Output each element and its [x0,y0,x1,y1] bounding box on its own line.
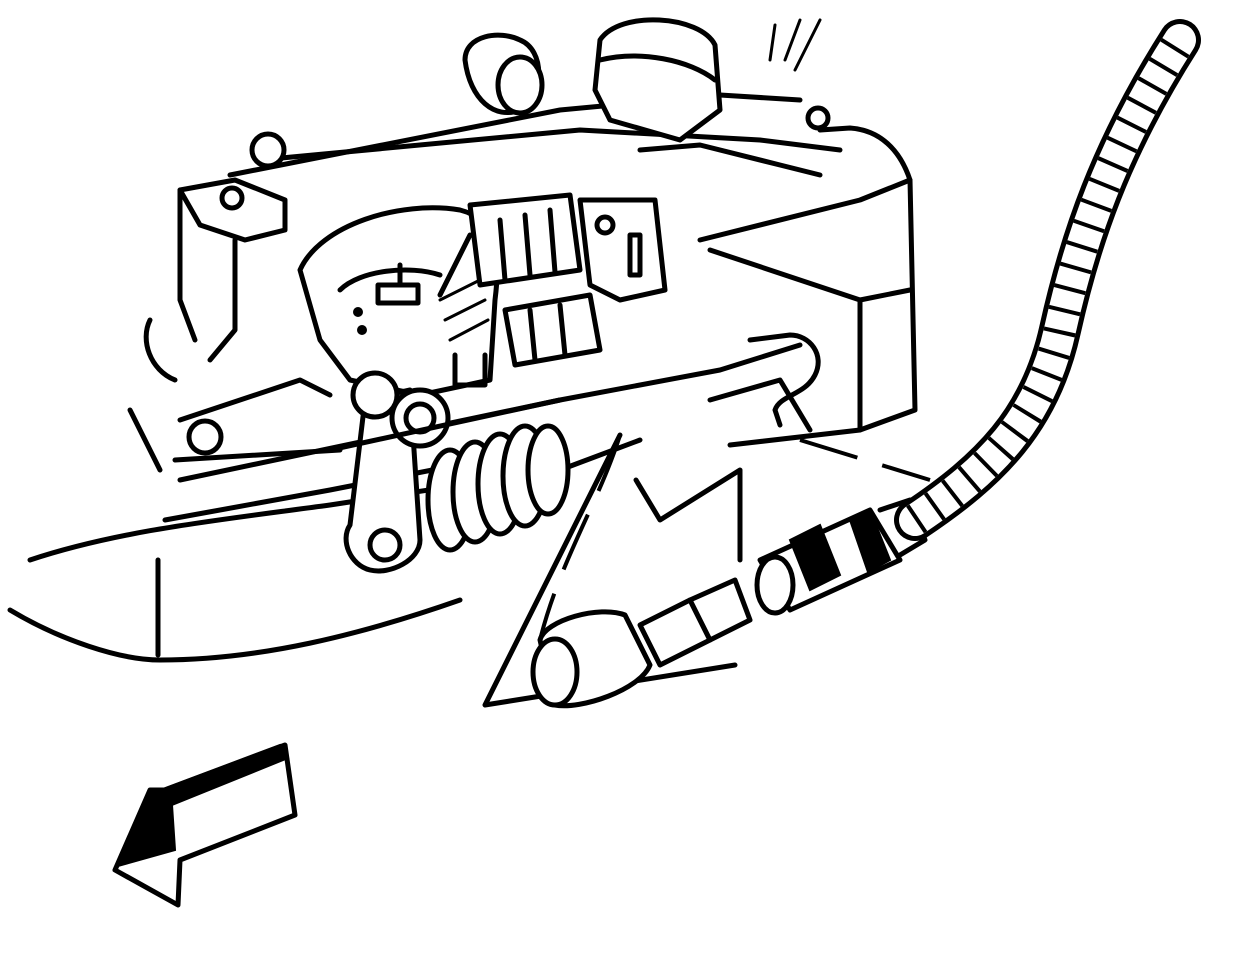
harness-connector [530,497,928,709]
front-direction-arrow-icon [112,742,298,908]
wiring-harness-conduit [894,19,1201,541]
detail-callout [482,377,931,708]
transmission-case [7,17,918,663]
park-neutral-position-switch [297,192,668,398]
return-spring [425,423,571,553]
shift-lever-assembly [327,370,571,574]
